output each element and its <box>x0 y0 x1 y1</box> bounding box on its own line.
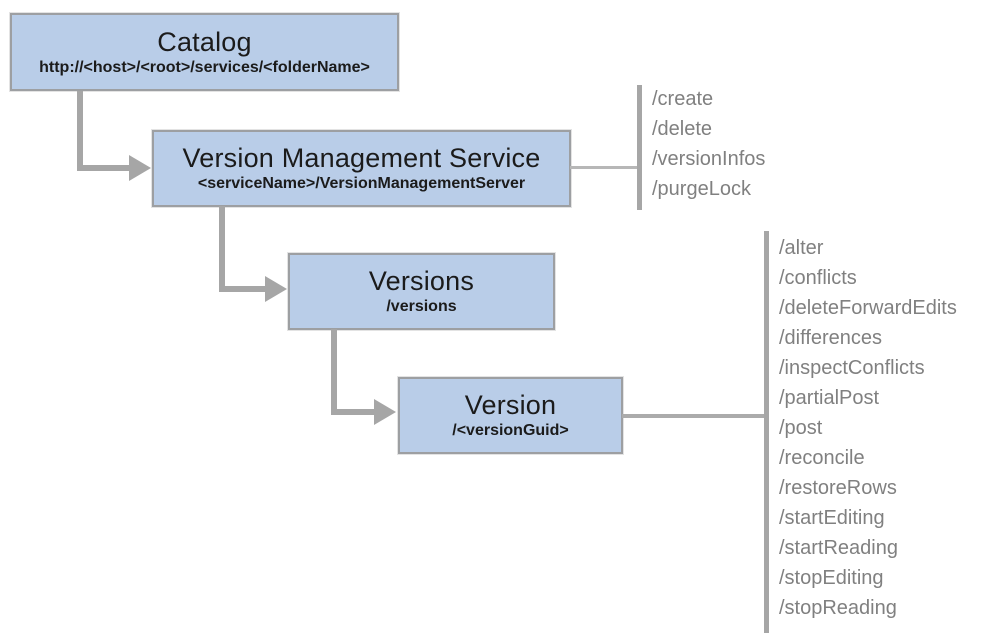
operation-item: /alter <box>779 237 824 259</box>
operation-item: /purgeLock <box>652 178 751 200</box>
operation-item: /conflicts <box>779 267 857 289</box>
node-version-management-service-title: Version Management Service <box>182 143 541 174</box>
operation-item: /stopEditing <box>779 567 884 589</box>
operation-item: /restoreRows <box>779 477 897 499</box>
node-versions-title: Versions <box>368 266 475 297</box>
operation-item: /post <box>779 417 823 439</box>
operation-item: /startReading <box>779 537 898 559</box>
operations-list-version: /alter/conflicts/deleteForwardEdits/diff… <box>779 233 957 623</box>
operation-item: /inspectConflicts <box>779 357 925 379</box>
node-versions-subtitle: /versions <box>386 298 457 316</box>
operation-item: /differences <box>779 327 883 349</box>
arrowhead-catalog-to-vms-icon <box>129 155 151 181</box>
node-version: Version /<versionGuid> <box>397 376 624 455</box>
operation-item: /versionInfos <box>652 148 766 170</box>
node-catalog-subtitle: http://<host>/<root>/services/<folderNam… <box>39 58 370 76</box>
operation-item: /startEditing <box>779 507 885 529</box>
connector-vms-to-operations <box>570 166 638 169</box>
connector-vms-to-versions-horizontal <box>219 286 267 292</box>
connector-versions-to-version-horizontal <box>331 409 376 415</box>
node-versions: Versions /versions <box>287 252 556 331</box>
node-version-title: Version <box>464 390 557 421</box>
operation-item: /reconcile <box>779 447 865 469</box>
node-catalog-title: Catalog <box>157 26 252 57</box>
operations-bar-version <box>764 231 769 633</box>
node-version-management-service-subtitle: <serviceName>/VersionManagementServer <box>197 175 526 193</box>
node-version-subtitle: /<versionGuid> <box>452 422 569 440</box>
operations-list-vms: /create/delete/versionInfos/purgeLock <box>652 84 765 204</box>
node-catalog: Catalog http://<host>/<root>/services/<f… <box>9 12 400 92</box>
connector-versions-to-version-vertical <box>331 329 337 412</box>
operation-item: /stopReading <box>779 597 897 619</box>
operations-bar-vms <box>637 85 642 210</box>
operation-item: /partialPost <box>779 387 880 409</box>
operation-item: /deleteForwardEdits <box>779 297 957 319</box>
operation-item: /delete <box>652 118 713 140</box>
connector-version-to-operations <box>622 414 765 418</box>
connector-catalog-to-vms-vertical <box>77 91 83 171</box>
node-version-management-service: Version Management Service <serviceName>… <box>151 129 572 208</box>
connector-vms-to-versions-vertical <box>219 206 225 289</box>
operation-item: /create <box>652 88 714 110</box>
arrowhead-vms-to-versions-icon <box>265 276 287 302</box>
arrowhead-versions-to-version-icon <box>374 399 396 425</box>
connector-catalog-to-vms-horizontal <box>77 165 131 171</box>
